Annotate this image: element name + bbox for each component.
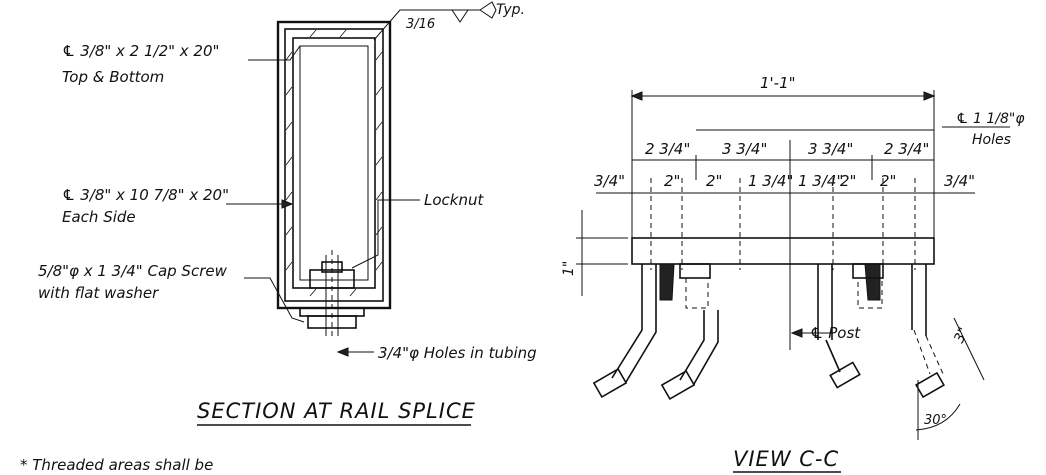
cap-screw-note: with flat washer <box>38 284 159 302</box>
splice-plate-outline <box>292 37 376 289</box>
plate-side-size: ℄ 3/8" x 10 7/8" x 20" <box>62 186 229 204</box>
section-title: SECTION AT RAIL SPLICE <box>197 399 476 423</box>
anchor-legs <box>592 263 945 401</box>
lower-dim-8: 3/4" <box>944 172 975 190</box>
angle-arc <box>915 403 961 431</box>
holes-in-tubing-label: 3/4"φ Holes in tubing <box>378 344 537 362</box>
overall-dimension-label: 1'-1" <box>760 74 796 92</box>
leg-dim-label: 3" <box>951 325 972 346</box>
arrowhead <box>336 347 349 357</box>
arrowhead <box>281 199 294 209</box>
cap-screw-size: 5/8"φ x 1 3/4" Cap Screw <box>38 262 228 280</box>
lower-dim-6: 2" <box>840 172 856 190</box>
weld-typ-label: Typ. <box>496 2 525 18</box>
upper-dim-4: 2 3/4" <box>884 140 929 158</box>
lower-dim-2: 2" <box>664 172 680 190</box>
lower-dim-5: 1 3/4" <box>798 172 843 190</box>
leader-cap-screw <box>244 277 305 323</box>
base-plate <box>631 237 935 265</box>
angle-label: 30° <box>924 413 947 428</box>
section-at-rail-splice: 3/16 Typ. ℄ 3/8" x 2 1/2" x 20" Top & Bo… <box>38 1 537 426</box>
plate-top-bottom-size: ℄ 3/8" x 2 1/2" x 20" <box>62 42 219 60</box>
view-title: VIEW C-C <box>733 447 839 471</box>
upper-dim-2: 3 3/4" <box>722 140 767 158</box>
hole-centerlines <box>650 178 916 270</box>
holes-label: Holes <box>972 132 1011 148</box>
cap-screw-assembly <box>299 250 365 340</box>
post-label: ℄ Post <box>810 324 861 342</box>
splice-plate-inner <box>299 45 369 281</box>
weld-symbol <box>373 1 497 41</box>
tube-outer-wall <box>276 20 392 310</box>
plate-top-bottom-note: Top & Bottom <box>62 68 164 86</box>
leg-dimension-line <box>953 317 985 381</box>
locknut-label: Locknut <box>424 191 484 209</box>
weld-size-label: 3/16 <box>406 17 435 32</box>
arrowhead <box>630 91 643 101</box>
lower-dim-3: 2" <box>706 172 722 190</box>
wall-hatching <box>285 29 383 297</box>
arrowhead <box>790 328 803 338</box>
lower-dim-4: 1 3/4" <box>748 172 793 190</box>
view-c-c: 1'-1" 2 3/4" 3 3/4" 3 3/4" 2 3/4" ℄ 1 1/… <box>561 74 1025 473</box>
lower-dim-7: 2" <box>880 172 896 190</box>
lower-dim-1: 3/4" <box>594 172 625 190</box>
plate-side-note: Each Side <box>62 208 136 226</box>
upper-dim-1: 2 3/4" <box>645 140 690 158</box>
leader-locknut <box>351 199 420 269</box>
leader-top-plate <box>248 45 301 61</box>
upper-dim-3: 3 3/4" <box>808 140 853 158</box>
arrowhead <box>923 91 936 101</box>
threaded-areas-note: * Threaded areas shall be <box>20 456 213 474</box>
tube-inner-wall <box>284 28 384 302</box>
holes-size-label: ℄ 1 1/8"φ <box>956 111 1025 127</box>
height-dim-label: 1" <box>561 261 577 276</box>
